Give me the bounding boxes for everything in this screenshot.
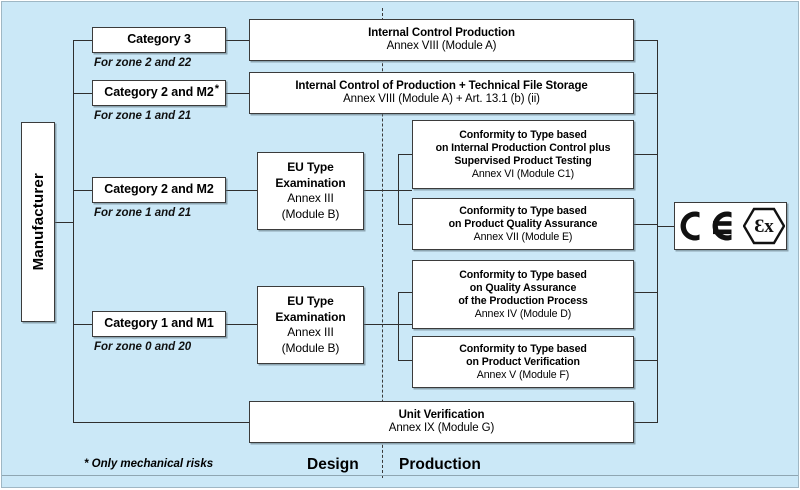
connector-trunk-cat1 [73, 40, 93, 42]
connector-cat3-eu [226, 190, 258, 192]
connector-manufacturer-trunk [54, 222, 74, 224]
connector-left-trunk [73, 40, 75, 423]
module-line2: Annex IX (Module G) [388, 422, 495, 434]
module-line1: Internal Control of Production + Technic… [295, 79, 588, 92]
manufacturer-box[interactable]: Manufacturer [21, 122, 55, 322]
module-line1: Conformity to Type based [459, 342, 587, 355]
connector-conformity-d-right [634, 292, 658, 294]
connector-right-trunk [657, 40, 659, 423]
connector-cat2-module [226, 93, 250, 95]
module-internal-control-plus-file-box[interactable]: Internal Control of Production + Technic… [249, 72, 634, 114]
connector-conformity-f-right [634, 360, 658, 362]
module-line3: Annex VII (Module E) [473, 230, 573, 243]
connector-unit-verification-right [634, 422, 658, 424]
module-conformity-e-box[interactable]: Conformity to Type based on Product Qual… [412, 198, 634, 250]
eu-line3: Annex III [287, 325, 334, 339]
connector-conformity-c1-right [634, 154, 658, 156]
manufacturer-label: Manufacturer [29, 173, 47, 271]
connector-module-a-file-right [634, 93, 658, 95]
module-line2: on Internal Production Control plus [435, 141, 611, 154]
eu-line3: Annex III [287, 191, 334, 205]
module-unit-verification-box[interactable]: Unit Verification Annex IX (Module G) [249, 401, 634, 443]
connector-cat4-eu [226, 324, 258, 326]
connector-module-a-right [634, 40, 658, 42]
category-star: * [214, 83, 219, 95]
category-zone-1-m1: For zone 0 and 20 [94, 341, 192, 353]
module-line2: Annex VIII (Module A) [386, 40, 497, 52]
connector-bus-conformity-c1 [398, 154, 412, 156]
module-line3: Annex V (Module F) [476, 368, 570, 381]
connector-right-trunk-ce [657, 226, 675, 228]
module-line4: Annex VI (Module C1) [471, 167, 575, 180]
design-production-divider [382, 8, 383, 478]
eu-line4: (Module B) [281, 206, 340, 221]
caption-production: Production [399, 456, 481, 473]
module-line2: on Product Quality Assurance [448, 217, 598, 230]
eu-line4: (Module B) [281, 340, 340, 355]
module-line1: Unit Verification [398, 408, 485, 421]
connector-eu2-bus [364, 324, 412, 326]
eu-line1: EU Type [287, 160, 334, 174]
connector-bus-conformity-d [398, 292, 412, 294]
module-line1: Conformity to Type based [459, 204, 587, 217]
ex-hexagon-icon: Ɛx [742, 207, 785, 245]
connector-trunk-cat2 [73, 93, 93, 95]
connector-cat1-module [226, 40, 250, 42]
svg-text:Ɛx: Ɛx [754, 216, 774, 237]
category-box-2-m2-star[interactable]: Category 2 and M2 * [92, 80, 226, 106]
module-line1: Internal Control Production [368, 26, 515, 39]
bottom-rule [2, 474, 798, 476]
category-label: Category 2 and M2 [104, 182, 214, 197]
module-line2: Annex VIII (Module A) + Art. 13.1 (b) (i… [343, 93, 540, 105]
caption-design: Design [307, 456, 359, 473]
eu-line2: Examination [275, 175, 346, 190]
module-line3: of the Production Process [458, 294, 588, 307]
module-line3: Supervised Product Testing [454, 154, 592, 167]
category-box-2-m2[interactable]: Category 2 and M2 [92, 177, 226, 203]
category-box-3[interactable]: Category 3 [92, 27, 226, 53]
category-zone-2-m2-star: For zone 1 and 21 [94, 110, 192, 122]
category-label: Category 1 and M1 [104, 316, 214, 331]
connector-eu1-bus-vertical [398, 154, 400, 224]
connector-bus-conformity-e [398, 224, 412, 226]
eu-type-examination-box-upper[interactable]: EU Type Examination Annex III (Module B) [257, 152, 364, 230]
connector-trunk-unit-verification [73, 422, 250, 424]
connector-conformity-e-right [634, 224, 658, 226]
connector-eu2-bus-vertical [398, 292, 400, 360]
module-line1: Conformity to Type based [459, 128, 587, 141]
category-label: Category 2 and M2 [104, 85, 214, 100]
category-zone-2-m2: For zone 1 and 21 [94, 207, 192, 219]
category-label: Category 3 [127, 32, 191, 47]
connector-eu1-bus [364, 190, 412, 192]
module-conformity-c1-box[interactable]: Conformity to Type based on Internal Pro… [412, 120, 634, 189]
connector-bus-conformity-f [398, 360, 412, 362]
eu-line1: EU Type [287, 294, 334, 308]
module-internal-control-production-box[interactable]: Internal Control Production Annex VIII (… [249, 19, 634, 61]
eu-type-examination-box-lower[interactable]: EU Type Examination Annex III (Module B) [257, 286, 364, 364]
category-zone-3: For zone 2 and 22 [94, 57, 192, 69]
module-line2: on Product Verification [466, 355, 580, 368]
module-line2: on Quality Assurance [469, 281, 577, 294]
connector-trunk-cat3 [73, 190, 93, 192]
category-box-1-m1[interactable]: Category 1 and M1 [92, 311, 226, 337]
module-conformity-d-box[interactable]: Conformity to Type based on Quality Assu… [412, 260, 634, 329]
footnote-mechanical-risks: * Only mechanical risks [84, 458, 214, 470]
eu-line2: Examination [275, 309, 346, 324]
module-line1: Conformity to Type based [459, 268, 587, 281]
connector-trunk-cat4 [73, 324, 93, 326]
module-conformity-f-box[interactable]: Conformity to Type based on Product Veri… [412, 336, 634, 388]
ce-ex-marking-box[interactable]: Ɛx [674, 202, 787, 250]
module-line4: Annex IV (Module D) [474, 307, 572, 320]
ce-mark-icon [677, 208, 737, 244]
